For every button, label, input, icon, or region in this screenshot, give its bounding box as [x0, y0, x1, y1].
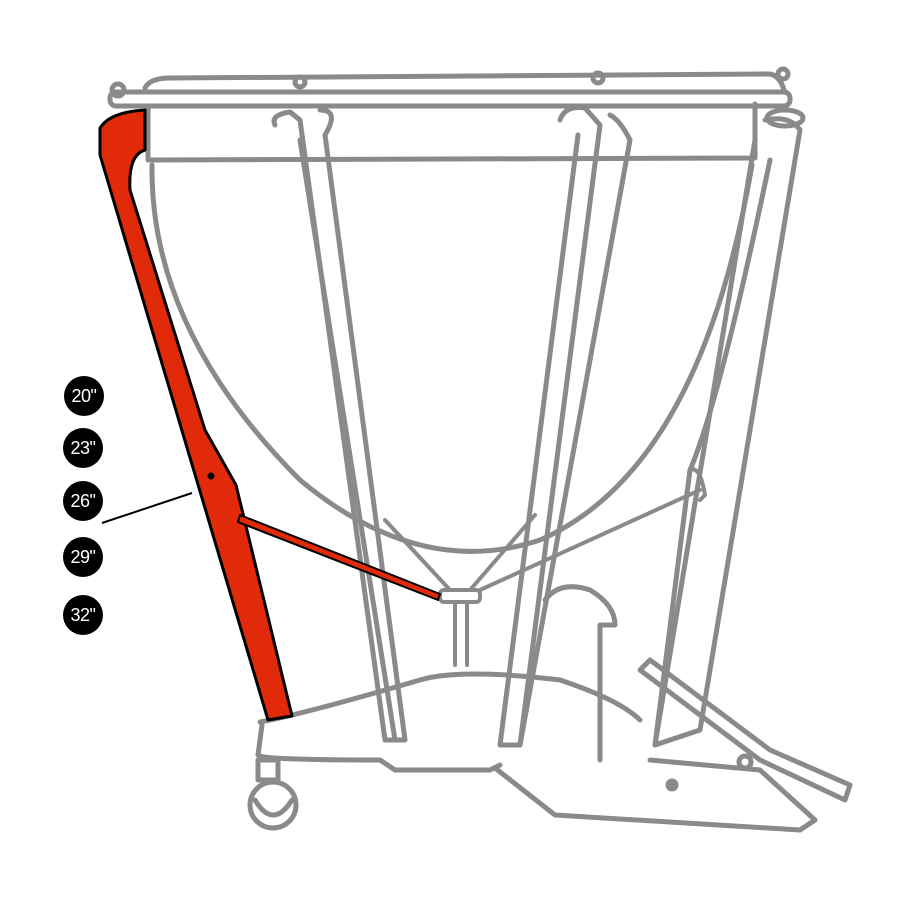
- pointer-line: [101, 492, 193, 524]
- size-badge-20: 20": [64, 376, 104, 416]
- kettle-bowl: [149, 162, 755, 554]
- pedal: [637, 657, 853, 803]
- size-label: 26": [70, 490, 96, 511]
- size-label: 29": [70, 546, 96, 567]
- size-label: 23": [70, 437, 96, 458]
- size-label: 32": [70, 604, 96, 625]
- caster-wheel: [247, 757, 299, 831]
- base: [255, 671, 818, 833]
- size-badge-23: 23": [63, 428, 103, 468]
- pedal-housing: [542, 584, 618, 763]
- legs: [271, 105, 806, 748]
- size-badge-32: 32": [63, 595, 103, 635]
- size-badge-29: 29": [63, 537, 103, 577]
- size-badge-26: 26": [63, 481, 103, 521]
- highlighted-strut: [98, 108, 441, 722]
- tension-rods: [383, 467, 707, 667]
- size-label: 20": [71, 385, 97, 406]
- counter-hoop: [107, 66, 793, 109]
- bowl-collar: [145, 101, 758, 163]
